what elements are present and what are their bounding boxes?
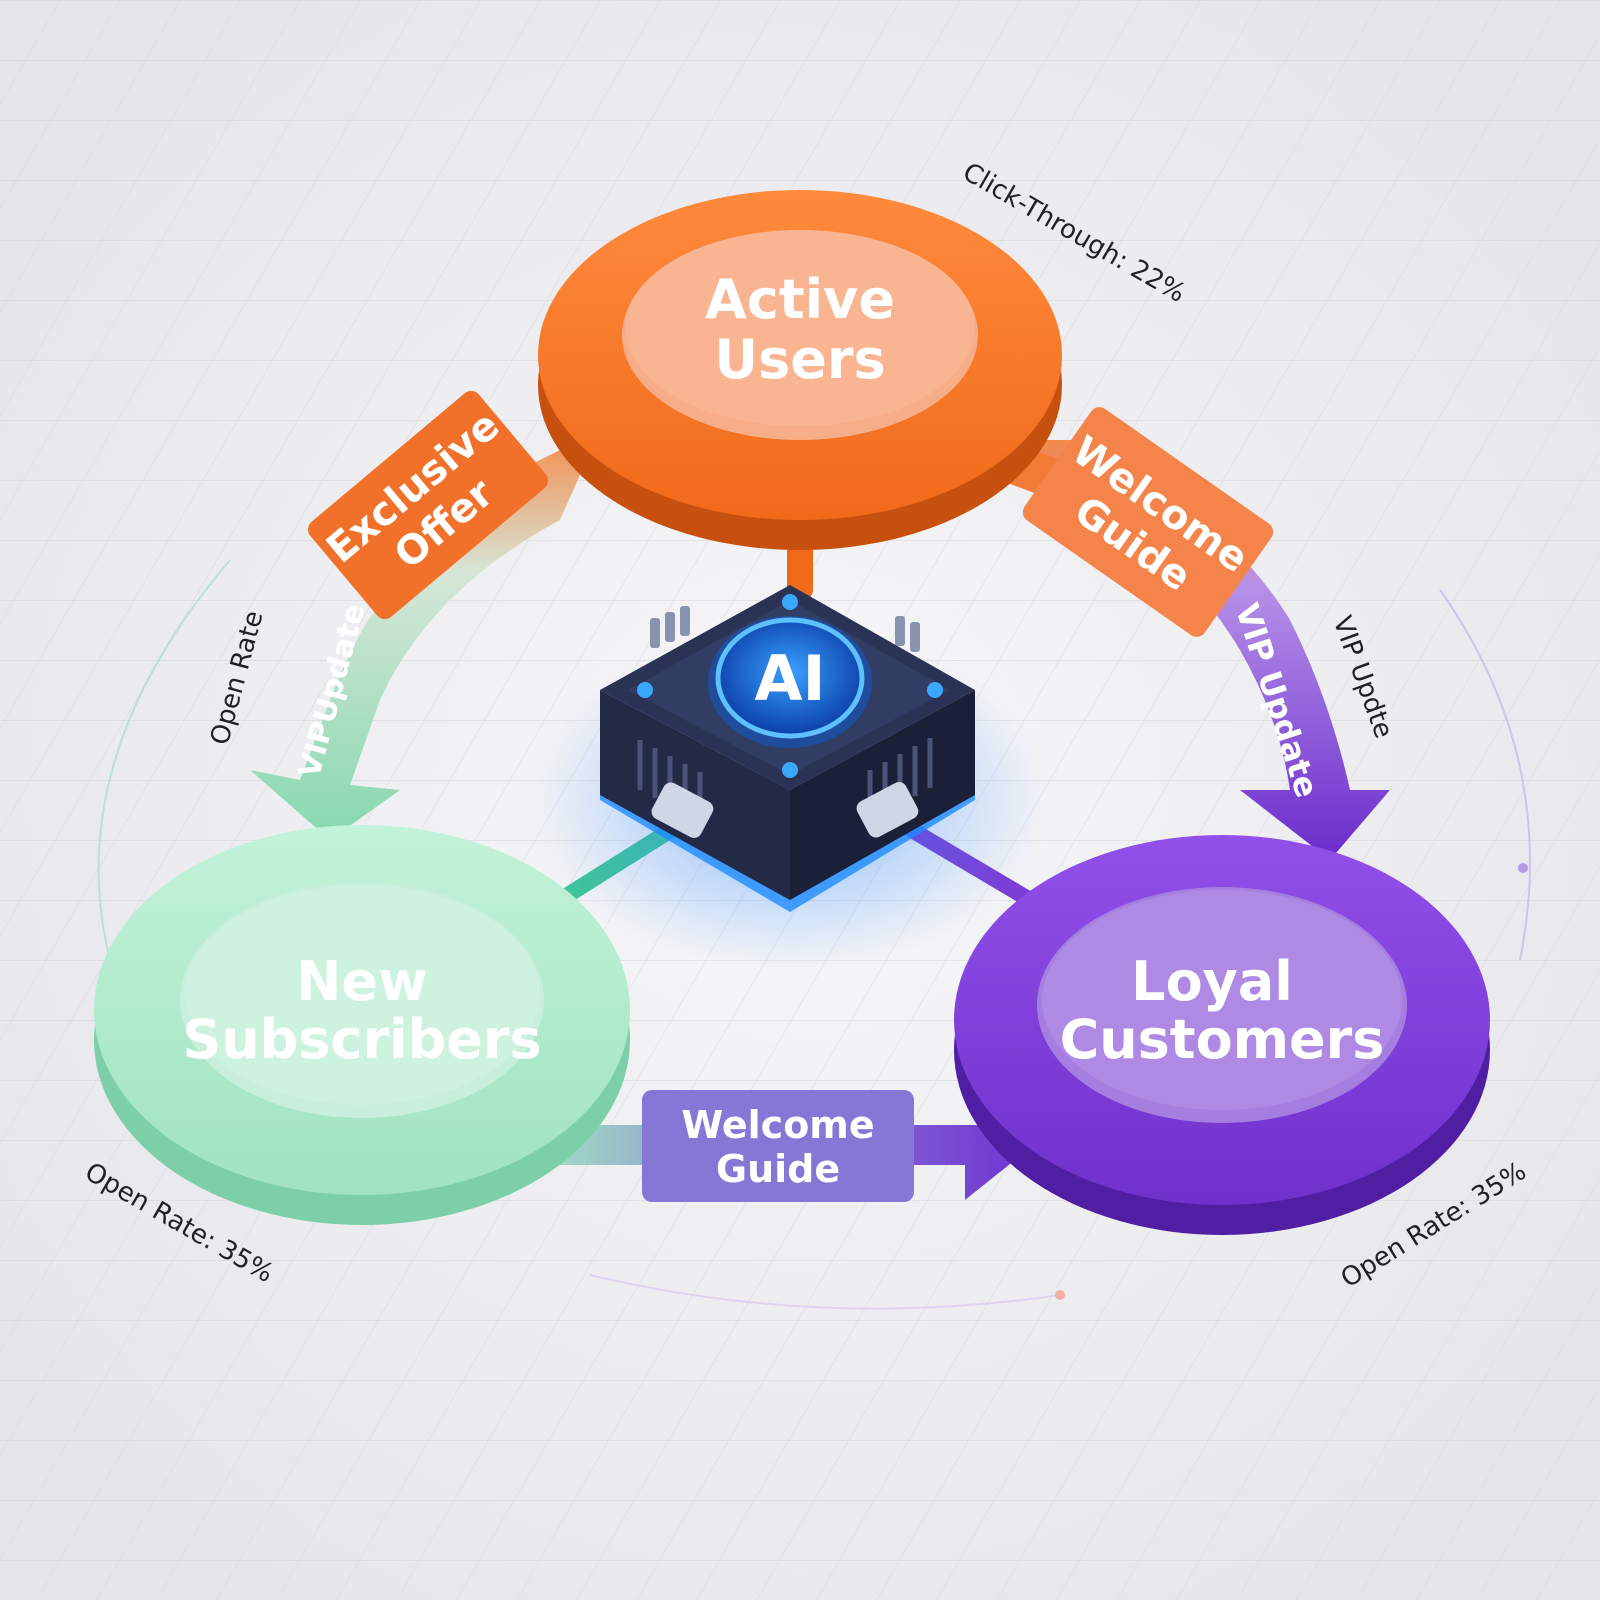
outer-arc-bottom	[589, 1274, 1061, 1310]
node-active-users-line2: Users	[714, 328, 885, 391]
node-new-subscribers-line2: Subscribers	[182, 1008, 541, 1071]
outer-arc-left	[97, 559, 231, 961]
ai-hub: AI	[530, 585, 1050, 970]
ai-disk	[715, 617, 865, 739]
node-active-users-line1: Active	[705, 268, 895, 331]
hub-light-right	[927, 682, 943, 698]
node-loyal-customers-line1: Loyal	[1131, 950, 1293, 1013]
hub-light-bottom	[782, 762, 798, 778]
tag-exclusive-offer	[307, 390, 549, 620]
flow-new-to-loyal: Welcome Guide	[540, 1090, 1040, 1202]
node-new-subscribers-line1: New	[296, 950, 428, 1013]
hub-port-right	[856, 782, 919, 838]
node-loyal-customers-line2: Customers	[1060, 1008, 1385, 1071]
tag-welcome-guide-bottom-line2: Guide	[716, 1147, 840, 1191]
hub-light-left	[637, 682, 653, 698]
node-active-users: Active Users	[538, 190, 1062, 550]
tag-welcome-guide-bottom	[642, 1090, 914, 1202]
outer-arc-right	[1439, 589, 1531, 961]
tag-welcome-guide-bottom-line1: Welcome	[681, 1103, 874, 1147]
node-loyal-customers: Loyal Customers	[954, 835, 1490, 1235]
arc-dot-bottom	[1055, 1290, 1065, 1300]
tag-welcome-guide-top	[1022, 407, 1274, 637]
ai-label: AI	[754, 642, 825, 715]
hub-port-left	[651, 782, 714, 838]
hub-pins-left	[650, 606, 690, 648]
hub-light-top	[782, 594, 798, 610]
hub-pins-right	[895, 616, 920, 652]
flow-active-to-loyal: Welcome Guide VIP Update	[982, 407, 1390, 860]
node-new-subscribers: New Subscribers	[94, 825, 630, 1225]
arc-dot-right	[1518, 863, 1528, 873]
